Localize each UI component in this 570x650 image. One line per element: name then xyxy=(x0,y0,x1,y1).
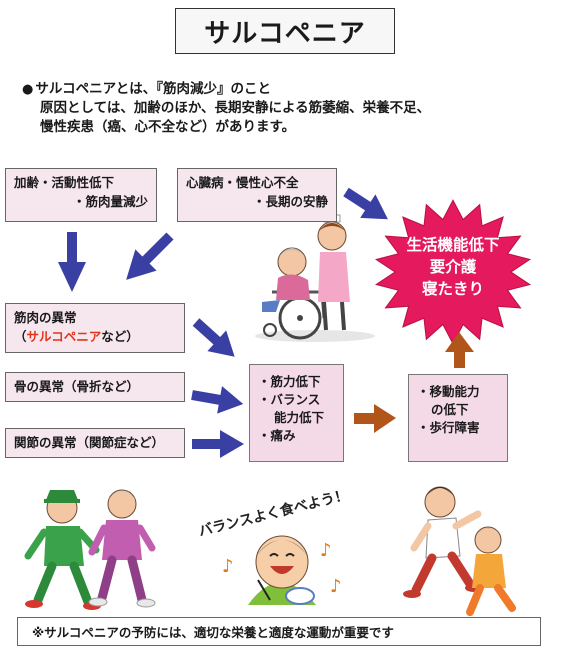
abnormal-box-bone: 骨の異常（骨折など） xyxy=(5,372,185,402)
cause-box-heart: 心臓病・慢性心不全 ・長期の安静 xyxy=(177,168,337,222)
arrow-diagonal-icon xyxy=(343,187,388,220)
cause-heart-line-1: 心臓病・慢性心不全 xyxy=(186,175,299,190)
mobility-box: ・移動能力 の低下 ・歩行障害 xyxy=(408,374,508,462)
arrow-right-icon xyxy=(354,404,396,433)
arrow-up-icon xyxy=(445,332,474,368)
cause-aging-line-2: ・筋肉量減少 xyxy=(72,194,148,209)
abnormal-muscle-line-1: 筋肉の異常 xyxy=(14,310,77,325)
arrow-right-icon xyxy=(192,430,244,458)
intro-line-2: 原因としては、加齢のほか、長期安静による筋萎縮、栄養不足、 xyxy=(40,100,431,116)
arrow-right-icon xyxy=(191,386,244,414)
arrow-diagonal-icon xyxy=(126,232,174,280)
music-note-icon: ♪ xyxy=(330,576,342,597)
blue-arrows xyxy=(58,187,388,458)
music-note-icon: ♪ xyxy=(222,556,234,577)
outcome-line-2: 要介護 xyxy=(430,257,477,276)
effect-muscle-weakness: ・筋力低下 xyxy=(258,374,321,389)
orange-arrows xyxy=(354,332,474,433)
music-note-icon: ♪ xyxy=(320,540,332,561)
abnormal-muscle-line-2: （サルコペニアなど） xyxy=(14,329,139,344)
intro-line-3: 慢性疾患（癌、心不全など）があります。 xyxy=(40,119,296,135)
cause-aging-line-1: 加齢・活動性低下 xyxy=(14,175,115,190)
arrow-diagonal-icon xyxy=(192,318,235,357)
bullet-icon: ● xyxy=(22,82,34,97)
intro-line-1: サルコペニアとは、『筋肉減少』のこと xyxy=(35,81,272,97)
intro-text: ●サルコペニアとは、『筋肉減少』のこと 原因としては、加齢のほか、長期安静による… xyxy=(22,80,562,137)
effect-balance-decline: 能力低下 xyxy=(274,410,325,425)
mobility-line-1: ・移動能力 xyxy=(417,384,480,399)
eating-child-illustration: バランスよく食べよう！ ♪ ♪ ♪ xyxy=(197,486,350,605)
sarcopenia-term: サルコペニア xyxy=(26,329,102,344)
mobility-line-2: の低下 xyxy=(431,402,469,417)
cause-box-aging: 加齢・活動性低下 ・筋肉量減少 xyxy=(5,168,157,222)
effects-box: ・筋力低下 ・バランス 能力低下 ・痛み xyxy=(249,364,344,462)
arrow-down-icon xyxy=(58,232,86,292)
page-title: サルコペニア xyxy=(175,8,395,54)
effect-balance: ・バランス xyxy=(258,392,321,407)
cause-heart-line-2: ・長期の安静 xyxy=(252,194,328,209)
running-couple-illustration xyxy=(403,486,516,616)
song-text: バランスよく食べよう！ xyxy=(197,486,350,540)
abnormal-box-joint: 関節の異常（関節症など） xyxy=(5,428,185,458)
effect-pain: ・痛み xyxy=(258,428,296,443)
outcome-line-3: 寝たきり xyxy=(422,279,484,298)
walking-couple-illustration xyxy=(24,489,156,610)
outcome-line-1: 生活機能低下 xyxy=(406,235,499,254)
wheelchair-illustration xyxy=(255,214,375,342)
footer-note: ※サルコペニアの予防には、適切な栄養と適度な運動が重要です xyxy=(17,617,541,646)
mobility-line-3: ・歩行障害 xyxy=(417,420,480,435)
abnormal-box-muscle: 筋肉の異常 （サルコペニアなど） xyxy=(5,303,185,353)
